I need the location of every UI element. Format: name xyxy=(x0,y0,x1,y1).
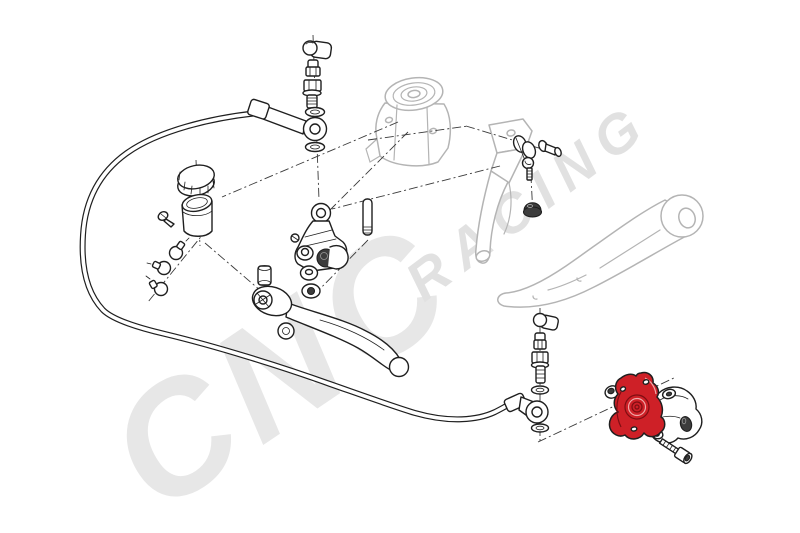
banjo-washer-top xyxy=(304,106,326,118)
banjo-fitting-top xyxy=(247,98,328,142)
clutch-lever xyxy=(251,285,410,378)
dome-nut xyxy=(522,202,543,218)
button-screw xyxy=(521,156,535,181)
reference-lever-arm xyxy=(497,194,704,308)
switch-bracket-reference xyxy=(475,118,533,264)
reservoir-cap xyxy=(177,164,215,197)
banjo-washer-top-2 xyxy=(304,141,326,153)
bleed-valve-top xyxy=(305,59,321,77)
bleed-valve-cap-top xyxy=(302,40,333,60)
pushrod-pin xyxy=(362,198,373,236)
handlebar-clamp-reference xyxy=(365,76,452,167)
rubber-grommet xyxy=(512,135,537,159)
banjo-fitting-lower xyxy=(503,392,549,424)
reservoir-screw xyxy=(157,211,175,228)
banjo-washer-upper-lower xyxy=(530,385,550,395)
banjo-washer-lower xyxy=(530,423,550,433)
lever-ball-end xyxy=(388,356,410,378)
hose-clamp-2 xyxy=(146,260,172,276)
piston-bushing xyxy=(257,265,272,286)
socket-cap-bolt xyxy=(658,438,693,465)
brand-watermark: CNC RACING xyxy=(79,89,662,533)
bleed-valve-lower xyxy=(533,332,547,350)
banjo-bolt-top xyxy=(302,79,322,109)
slave-cylinder-cover-highlighted xyxy=(608,371,666,440)
hose-clamp-3 xyxy=(145,275,169,297)
hose-clamp-1 xyxy=(168,237,190,261)
reservoir-body xyxy=(181,193,213,237)
master-cylinder-body xyxy=(290,202,349,281)
lever-pivot-washer xyxy=(301,283,321,299)
hydraulic-hose xyxy=(79,110,514,423)
banjo-bolt-lower xyxy=(530,351,550,384)
bleed-valve-cap-lower xyxy=(532,312,560,331)
contact-pin xyxy=(538,139,562,158)
